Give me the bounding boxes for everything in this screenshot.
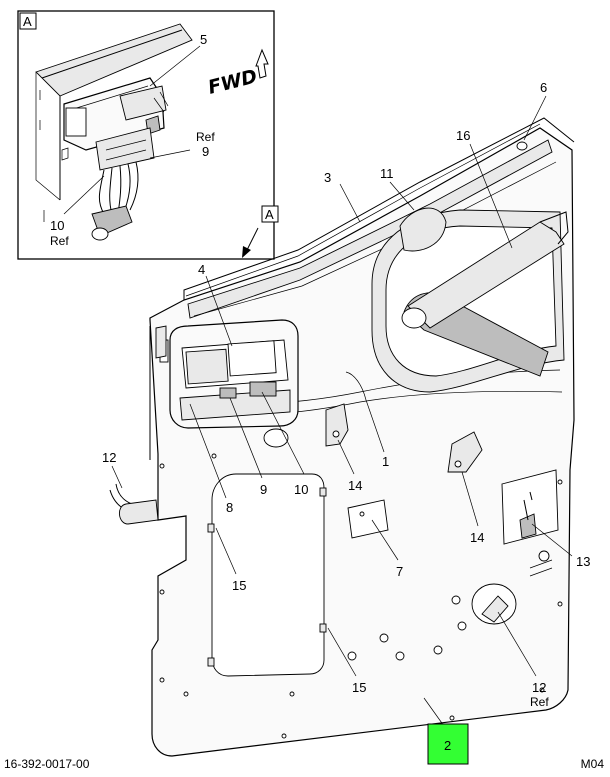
callout-10: 10 [294,482,308,497]
callout-2: 2 [444,738,451,753]
detail-a-inset: A FWD 5 9 Ref 10 Ref [17,10,275,260]
callout-4: 4 [198,262,205,277]
callout-5: 5 [200,32,207,47]
view-marker-letter: A [265,207,274,222]
callout-1: 1 [382,454,389,469]
callout-15-lower: 15 [352,680,366,695]
callout-3: 3 [324,170,331,185]
callout-10-detail-ref: Ref [50,234,69,248]
document-number: 16-392-0017-00 [4,757,90,771]
callout-12-ref-label: Ref [530,695,549,709]
callout-16: 16 [456,128,470,143]
leader-lines [111,95,573,727]
highlight-box[interactable] [427,723,469,765]
callout-10-detail: 10 [50,218,64,233]
callout-14-right: 14 [470,530,484,545]
callout-12: 12 [102,450,116,465]
callout-11: 11 [380,166,394,181]
callout-13: 13 [576,554,590,569]
callout-8: 8 [226,500,233,515]
callout-14-upper: 14 [348,478,362,493]
callout-9-detail-ref: Ref [196,130,215,144]
callout-2-highlight[interactable]: 2 [427,723,469,765]
callout-15-upper: 15 [232,578,246,593]
harness-12 [109,483,159,525]
callout-12-ref: 12 [532,680,546,695]
callout-9-detail: 9 [202,144,209,159]
sheet-code: M04 [580,757,604,771]
detail-letter: A [23,14,32,29]
callout-6: 6 [540,80,547,95]
callout-9: 9 [260,482,267,497]
callout-labels: 3 11 6 16 4 1 8 9 10 14 14 7 13 15 15 12… [102,80,590,709]
door-panel [149,117,575,757]
view-a-marker: A [242,205,279,258]
callout-7: 7 [396,564,403,579]
